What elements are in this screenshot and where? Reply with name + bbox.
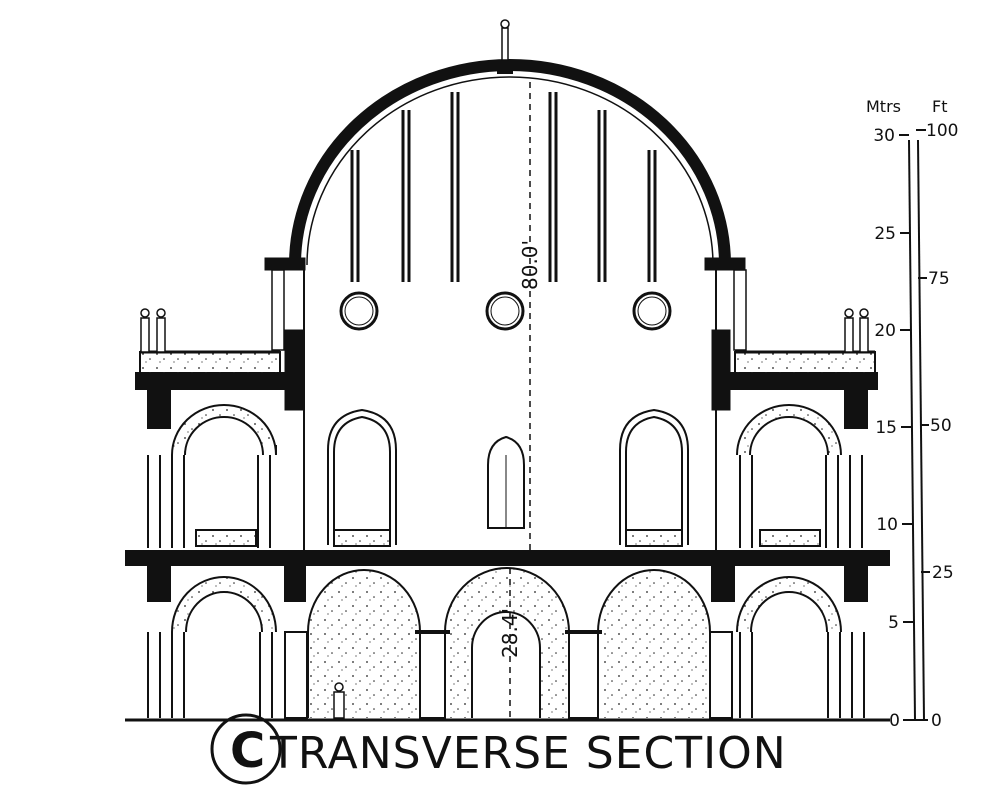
dome	[289, 19, 731, 282]
scale-ft-tick: 0	[931, 711, 942, 731]
scale-metres-label: Mtrs	[866, 97, 901, 116]
dimension-total-height: 80.0'	[518, 240, 542, 290]
scale-ft-tick: 75	[928, 269, 950, 289]
dimension-lower-height: 28.4'	[498, 608, 522, 658]
caption-circle	[210, 713, 282, 785]
scale-feet-label: Ft	[932, 97, 947, 116]
lower-arcade	[307, 567, 711, 719]
scale-m-tick: 0	[889, 711, 900, 731]
caption-title: TRANSVERSE SECTION	[270, 728, 787, 779]
oculi	[339, 291, 672, 331]
scale-ft-tick: 25	[932, 563, 954, 583]
caption-letter: C	[230, 723, 266, 779]
scale-m-tick: 10	[876, 515, 898, 535]
scale-bar	[899, 129, 930, 721]
scale-m-tick: 20	[874, 321, 896, 341]
scale-m-tick: 15	[875, 418, 897, 438]
floor-slab	[125, 372, 890, 566]
scale-ft-tick: 50	[930, 416, 952, 436]
scale-m-tick: 30	[873, 126, 895, 146]
wing-statues	[140, 308, 869, 353]
left-wing	[139, 350, 308, 719]
right-wing	[709, 350, 876, 719]
dimension-lines	[509, 82, 531, 718]
upper-windows	[327, 408, 689, 547]
scale-m-tick: 5	[888, 613, 899, 633]
central-walls	[264, 257, 747, 552]
scale-ft-tick: 100	[926, 121, 958, 141]
scale-m-tick: 25	[874, 224, 896, 244]
human-figure	[333, 682, 345, 719]
